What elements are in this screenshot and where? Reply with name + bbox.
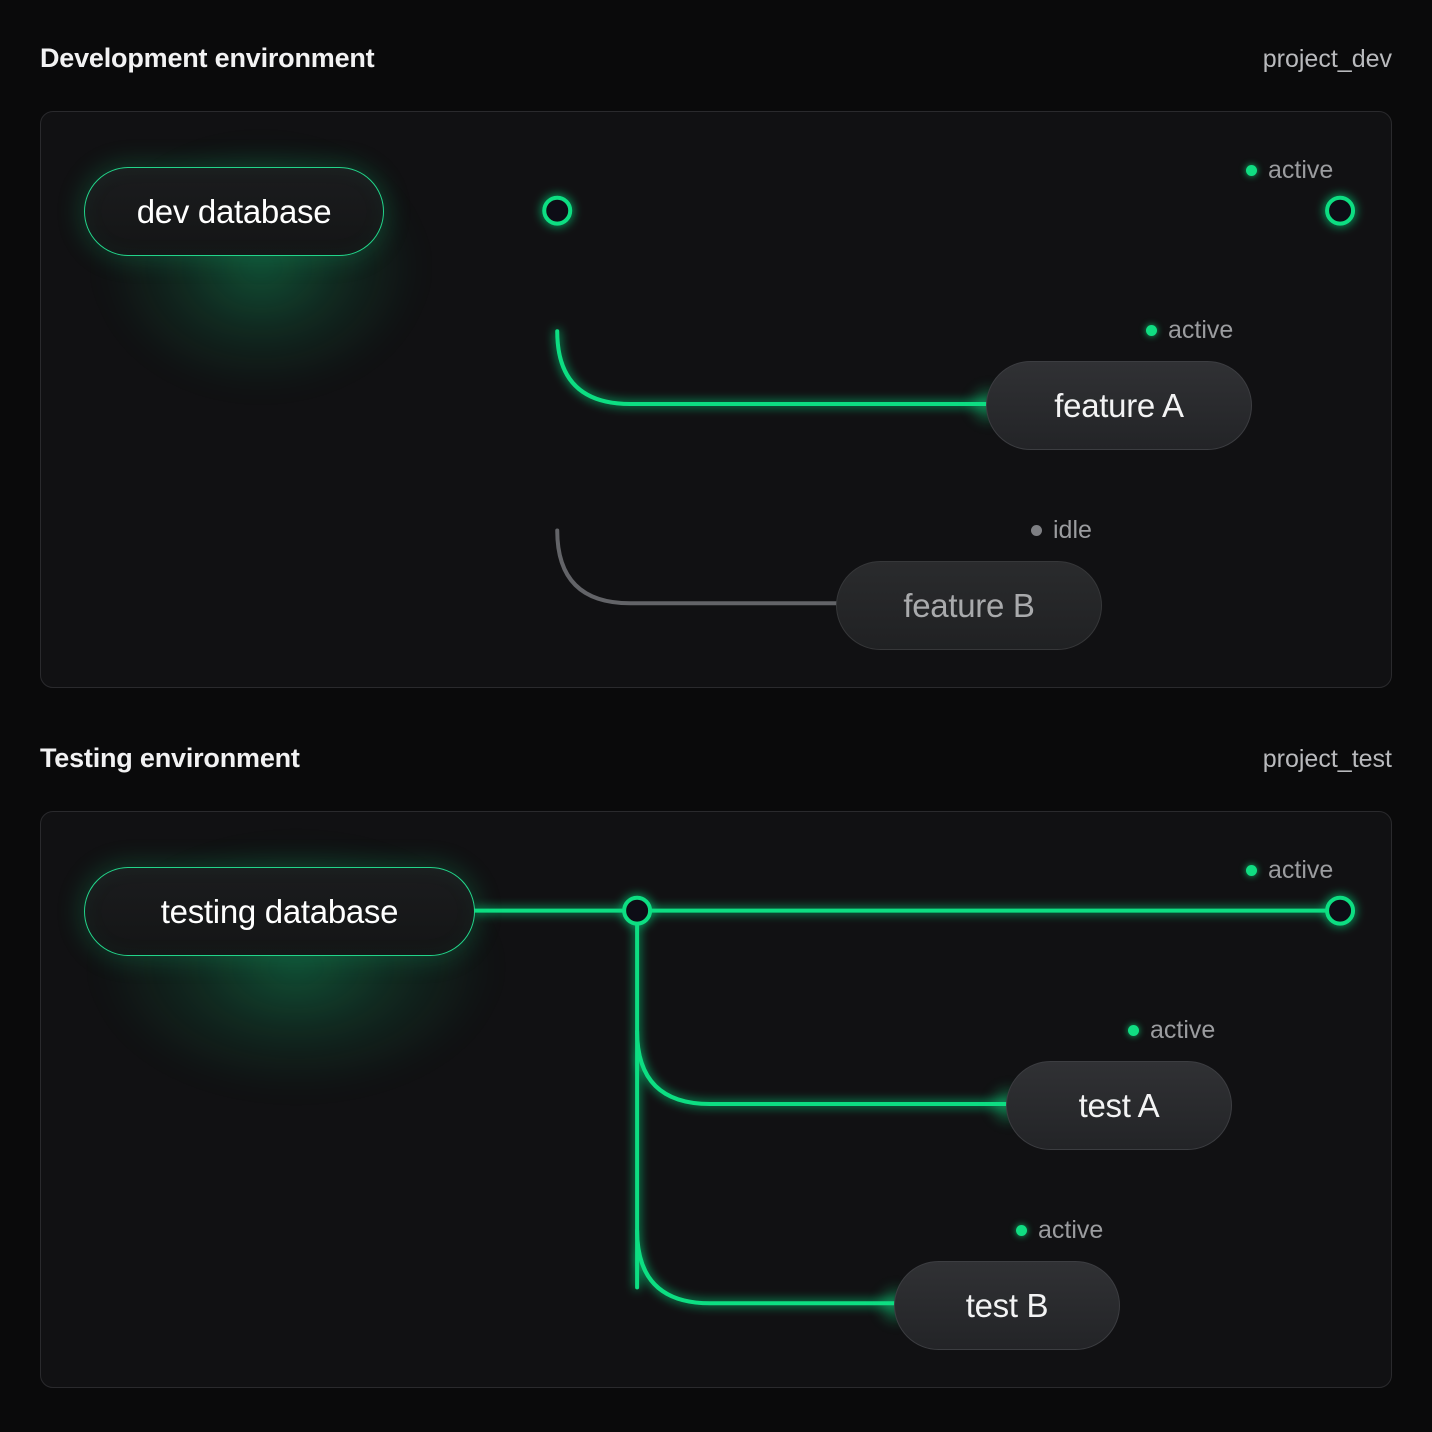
project-label-test: project_test	[1262, 745, 1392, 773]
environment-card-test: testing database active test A active te…	[40, 811, 1392, 1388]
junction-node-icon	[622, 895, 653, 926]
section-header-test: Testing environment project_test	[40, 743, 1392, 774]
status-dot-icon	[1246, 865, 1257, 876]
graph-canvas-test	[41, 812, 1391, 1387]
status-label: active	[1268, 156, 1334, 184]
node-feature-a[interactable]: feature A	[986, 361, 1252, 450]
status-label: active	[1268, 856, 1334, 884]
node-dev-database[interactable]: dev database	[84, 167, 384, 256]
status-dot-icon	[1031, 525, 1042, 536]
status-badge-endpoint-test: active	[1246, 856, 1333, 885]
junction-node-icon	[542, 195, 573, 226]
terminal-node-icon	[1325, 895, 1356, 926]
graph-canvas-dev	[41, 112, 1391, 687]
project-label-dev: project_dev	[1262, 45, 1392, 73]
status-badge-endpoint-dev: active	[1246, 156, 1333, 185]
status-dot-icon	[1128, 1025, 1139, 1036]
node-testing-database[interactable]: testing database	[84, 867, 475, 956]
status-badge-feature-b: idle	[1031, 516, 1092, 545]
node-label: test A	[1078, 1086, 1160, 1124]
status-badge-test-a: active	[1128, 1016, 1215, 1045]
node-feature-b[interactable]: feature B	[836, 561, 1102, 650]
node-label: feature B	[903, 586, 1035, 624]
node-label: test B	[965, 1286, 1049, 1324]
status-dot-icon	[1016, 1225, 1027, 1236]
status-label: active	[1038, 1216, 1104, 1244]
terminal-node-icon	[1325, 195, 1356, 226]
status-dot-icon	[1246, 165, 1257, 176]
page-title-dev: Development environment	[40, 43, 375, 73]
status-label: active	[1150, 1016, 1216, 1044]
status-badge-feature-a: active	[1146, 316, 1233, 345]
node-label: dev database	[136, 192, 332, 230]
status-label: idle	[1053, 516, 1092, 544]
section-header-dev: Development environment project_dev	[40, 43, 1392, 74]
status-label: active	[1168, 316, 1234, 344]
node-test-a[interactable]: test A	[1006, 1061, 1232, 1150]
node-label: feature A	[1054, 386, 1184, 424]
status-dot-icon	[1146, 325, 1157, 336]
node-label: testing database	[160, 892, 399, 930]
status-badge-test-b: active	[1016, 1216, 1103, 1245]
page-title-test: Testing environment	[40, 743, 300, 773]
node-test-b[interactable]: test B	[894, 1261, 1120, 1350]
environment-card-dev: dev database active feature A active fea…	[40, 111, 1392, 688]
